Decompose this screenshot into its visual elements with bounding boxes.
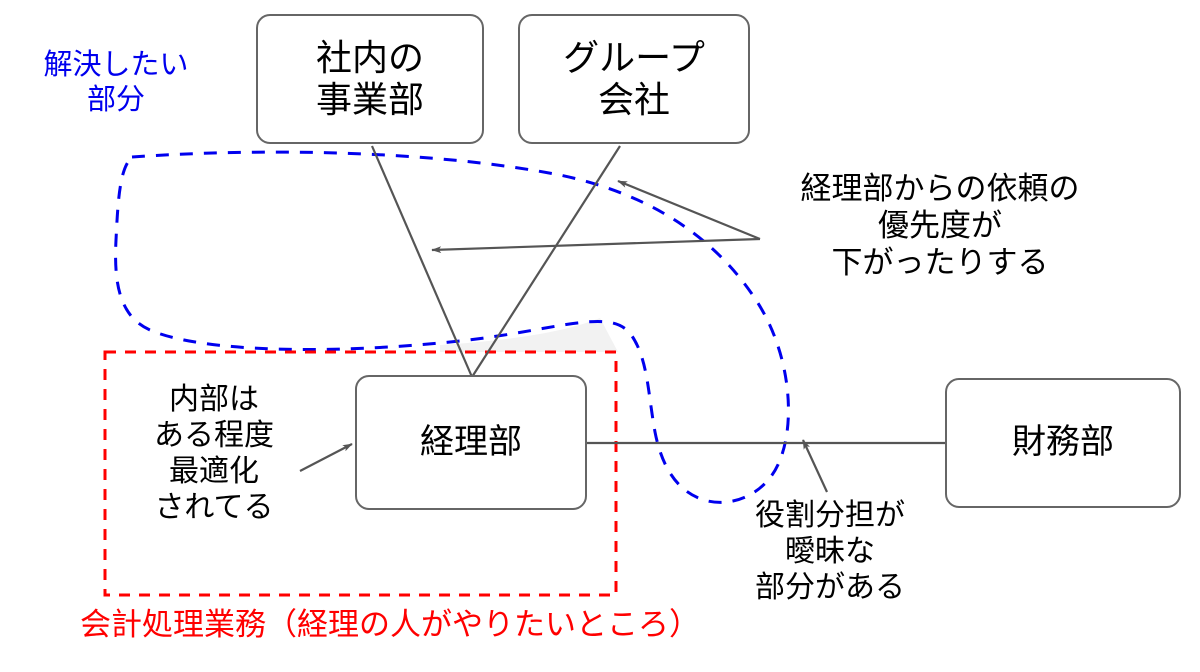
annotation-naibu-saitekika: 内部は ある程度 最適化 されてる <box>154 383 274 524</box>
node-zaimubu[interactable]: 財務部 <box>945 378 1181 508</box>
red-dashed-region <box>103 350 618 597</box>
blue-region-fill <box>440 318 618 352</box>
annotation-keiribu-kara-no-irai: 経理部からの依頼の 優先度が 下がったりする <box>800 171 1080 281</box>
annotation-yakuwari-buntan: 役割分担が 曖昧な 部分がある <box>755 499 905 604</box>
node-shanai-jigyoubu[interactable]: 社内の 事業部 <box>256 14 484 144</box>
node-group-gaisha[interactable]: グループ 会社 <box>518 14 750 144</box>
annotation-kaikei-shori-gyoumu: 会計処理業務（経理の人がやりたいところ） <box>80 607 700 642</box>
node-keiribu[interactable]: 経理部 <box>355 375 587 510</box>
connector-shanai-to-keiri <box>370 145 474 378</box>
connector-group-to-keiri <box>471 145 621 378</box>
callout-arrow-lower <box>431 237 761 254</box>
annotation-kaiketsu-shitai-bubun: 解決したい 部分 <box>43 49 189 116</box>
callout-arrow-yakuwari <box>802 439 828 493</box>
callout-arrow-naibu <box>299 443 353 472</box>
callout-arrow-upper <box>617 179 761 241</box>
